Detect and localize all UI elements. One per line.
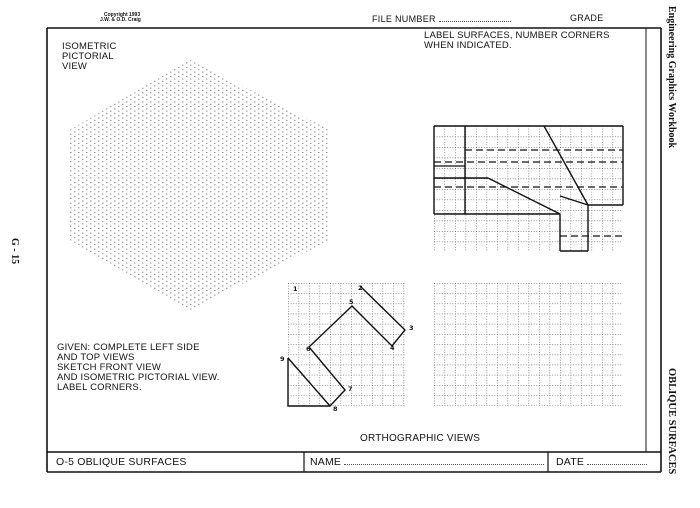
worksheet-frame [46, 27, 662, 473]
problem-title: O-5 OBLIQUE SURFACES [56, 456, 187, 468]
corner-3: 3 [409, 324, 414, 332]
grade-label: GRADE [570, 13, 604, 23]
instruction-text: LABEL SURFACES, NUMBER CORNERS WHEN INDI… [424, 31, 610, 51]
copyright-line-1: Copyright 1993 [104, 12, 141, 18]
isometric-label-line: PICTORIAL [62, 51, 114, 62]
copyright-line-2: J.W. & O.D. Craig [100, 17, 141, 23]
given-line: AND ISOMETRIC PICTORIAL VIEW. [57, 372, 220, 383]
corner-2: 2 [358, 284, 363, 292]
chapter-title: OBLIQUE SURFACES [666, 368, 677, 475]
given-instructions: GIVEN: COMPLETE LEFT SIDE AND TOP VIEWS … [57, 343, 220, 393]
given-line: GIVEN: COMPLETE LEFT SIDE [57, 342, 200, 353]
left-side-view [433, 125, 624, 252]
corner-5: 5 [349, 298, 354, 306]
corner-6: 6 [306, 345, 311, 353]
name-label: NAME [310, 457, 545, 467]
book-title: Engineering Graphics Workbook [666, 6, 677, 149]
instruction-line: WHEN INDICATED. [424, 40, 512, 51]
corner-labels: 1 2 3 4 5 6 7 8 9 [280, 284, 414, 413]
instruction-line: LABEL SURFACES, NUMBER CORNERS [424, 30, 610, 41]
name-field[interactable] [344, 464, 545, 465]
given-line: AND TOP VIEWS [57, 352, 135, 363]
corner-8: 8 [333, 405, 338, 413]
isometric-grid [70, 60, 330, 310]
page-code: G - 15 [9, 238, 20, 265]
corner-1: 1 [293, 285, 298, 293]
given-line: LABEL CORNERS. [57, 382, 142, 393]
isometric-label-line: ISOMETRIC [62, 41, 117, 52]
corner-9: 9 [280, 355, 285, 363]
top-view [287, 283, 406, 407]
front-view-grid [434, 283, 623, 406]
file-number-label: FILE NUMBER [372, 14, 511, 24]
file-number-field[interactable] [438, 21, 511, 22]
given-line: SKETCH FRONT VIEW [57, 362, 162, 373]
date-field[interactable] [587, 464, 648, 465]
orthographic-views-label: ORTHOGRAPHIC VIEWS [360, 433, 481, 444]
date-label: DATE [556, 457, 648, 467]
corner-7: 7 [348, 385, 353, 393]
corner-4: 4 [390, 344, 395, 352]
isometric-label: ISOMETRIC PICTORIAL VIEW [62, 42, 117, 72]
isometric-label-line: VIEW [62, 61, 88, 72]
